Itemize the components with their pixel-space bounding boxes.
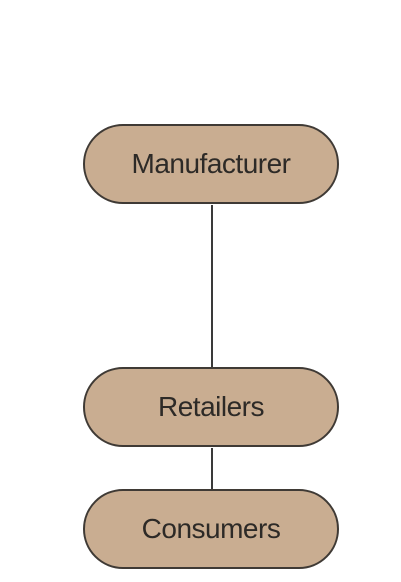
manufacturer-label: Manufacturer [131, 148, 291, 179]
retailers-label: Retailers [158, 391, 264, 422]
retailers-to-consumers-connector [211, 448, 213, 489]
consumers-label: Consumers [141, 513, 281, 544]
manufacturer-to-retailers-connector [211, 205, 213, 367]
manufacturer-node: Manufacturer [83, 124, 339, 204]
retailers-node: Retailers [83, 367, 339, 447]
consumers-node: Consumers [83, 489, 339, 569]
